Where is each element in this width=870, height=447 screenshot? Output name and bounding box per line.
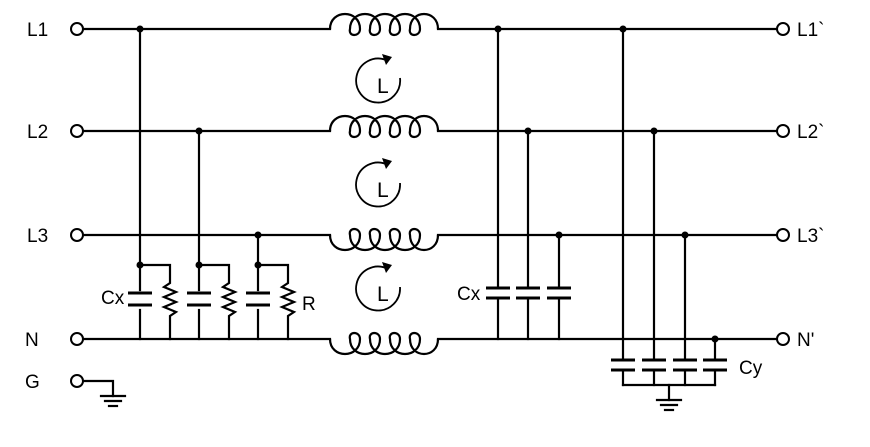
label-l2: L2 [27,122,48,143]
terminal-n [70,332,84,346]
label-cy: Cy [739,358,763,379]
terminal-l1-out [776,22,790,36]
terminal-l3 [70,228,84,242]
junction-dots [136,25,719,343]
terminal-l1 [70,22,84,36]
label-n: N [25,330,39,351]
terminal-l2 [70,124,84,138]
terminal-n-out [776,332,790,346]
right-terminals [776,22,790,346]
label-l3: L3 [27,226,48,247]
terminal-l3-out [776,228,790,242]
label-l3-out: L3` [797,226,824,247]
terminal-g [70,374,84,388]
label-cx-right: Cx [457,284,481,305]
coil-row-n [328,331,440,355]
left-resistors [138,263,297,341]
label-g: G [25,372,40,393]
flux-arrow-3 [355,262,401,312]
label-inductor-2: L [377,179,389,202]
label-inductor-3: L [377,283,389,306]
label-l2-out: L2` [797,122,824,143]
cy-ground [621,370,717,412]
terminal-l2-out [776,124,790,138]
label-l1: L1 [27,20,48,41]
label-r: R [302,294,316,315]
label-cx-left: Cx [101,288,125,309]
right-cx-capacitors [486,286,571,300]
left-terminals [70,22,84,388]
label-l1-out: L1` [797,20,824,41]
left-cx-capacitors [128,291,270,307]
right-cx-verticals [496,27,561,341]
flux-arrow-1 [355,54,402,104]
ground-g [82,379,127,408]
label-n-out: N' [797,330,814,351]
flux-arrow-2 [355,158,401,208]
cy-verticals [621,27,717,360]
coil-row-l3 [328,227,440,251]
label-inductor-1: L [377,75,389,98]
coil-row-l2 [328,115,440,139]
coil-row-l1 [328,13,440,37]
cy-capacitors [611,358,727,372]
